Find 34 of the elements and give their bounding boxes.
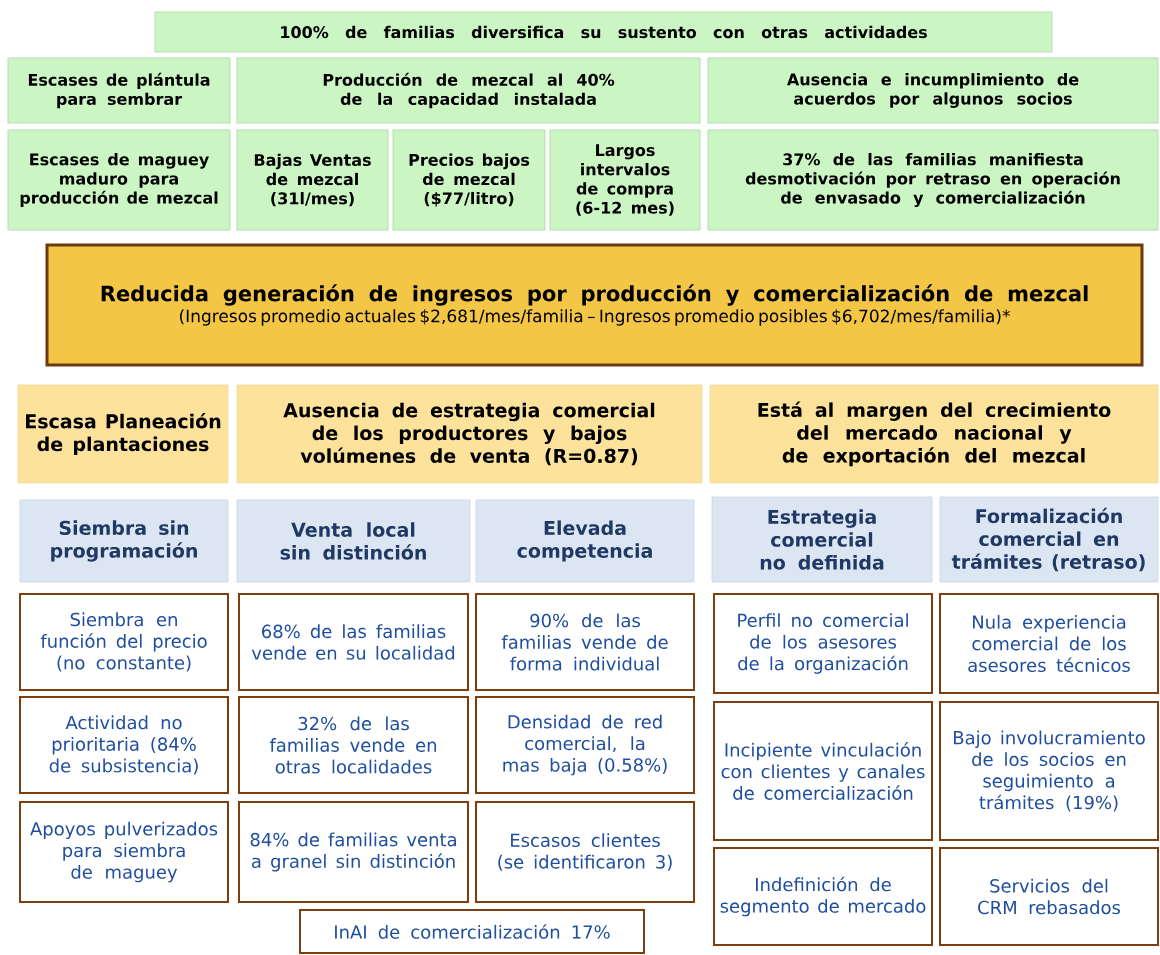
- cause-box: Servicios del CRM rebasados: [939, 847, 1159, 946]
- cause-box: Escasos clientes (se identificaron 3): [475, 801, 695, 903]
- cause-box: 68% de las familias vende en su localidad: [238, 593, 469, 691]
- cause-box: 32% de las familias vende en otras localidades: [238, 696, 469, 794]
- cause-box: Ausencia de estrategia comercial de los productores y bajos volúmenes de venta (R=0.87): [236, 384, 703, 484]
- cause-box: Escasa Planeación de plantaciones: [17, 384, 229, 484]
- cause-box: Incipiente vinculación con clientes y canales de comercialización: [713, 701, 933, 841]
- cause-box: Escases de plántula para sembrar: [7, 57, 231, 124]
- cause-box: Indefinición de segmento de mercado: [713, 847, 933, 946]
- cause-box: Densidad de red comercial, la mas baja (0.58%): [475, 696, 695, 794]
- cause-box: Perfil no comercial de los asesores de la organización: [713, 593, 933, 694]
- cause-box: Está al margen del crecimiento del mercado nacional y de exportación del mezcal: [709, 384, 1159, 484]
- cause-box: InAI de comercialización 17%: [299, 909, 645, 954]
- cause-box: 100% de familias diversifica su sustento con otras actividades: [154, 11, 1053, 53]
- cause-box: Estrategia comercial no definida: [711, 496, 933, 583]
- cause-box: 90% de las familias vende de forma individual: [475, 593, 695, 691]
- cause-box: Elevada competencia: [475, 499, 695, 583]
- cause-box: Formalización comercial en trámites (retraso): [939, 496, 1159, 583]
- cause-box: 37% de las familias manifiesta desmotivación por retraso en operación de envasado y comercialización: [707, 129, 1159, 231]
- cause-box: Bajas Ventas de mezcal (31l/mes): [236, 129, 389, 231]
- problem-box: Reducida generación de ingresos por producción y comercialización de mezcal (Ingresos promedio actuales $2,681/mes/familia – Ingresos promedio posibles $6,702/mes/familia)*: [45, 243, 1144, 367]
- cause-box: Actividad no prioritaria (84% de subsistencia): [19, 696, 229, 794]
- cause-box: Venta local sin distinción: [236, 499, 471, 583]
- cause-box: Bajo involucramiento de los socios en seguimiento a trámites (19%): [939, 701, 1159, 841]
- cause-box: Escases de maguey maduro para producción de mezcal: [7, 129, 231, 231]
- cause-box: Nula experiencia comercial de los asesores técnicos: [939, 593, 1159, 694]
- cause-box: Siembra sin programación: [19, 499, 229, 583]
- cause-box: Largos intervalos de compra (6-12 mes): [549, 129, 701, 231]
- cause-box: Siembra en función del precio (no constante): [19, 593, 229, 691]
- cause-box: Apoyos pulverizados para siembra de maguey: [19, 801, 229, 903]
- cause-box: 84% de familias venta a granel sin distinción: [238, 801, 469, 903]
- cause-box: Precios bajos de mezcal ($77/litro): [392, 129, 546, 231]
- cause-box: Ausencia e incumplimiento de acuerdos por algunos socios: [707, 57, 1159, 124]
- cause-box: Producción de mezcal al 40% de la capacidad instalada: [236, 57, 701, 124]
